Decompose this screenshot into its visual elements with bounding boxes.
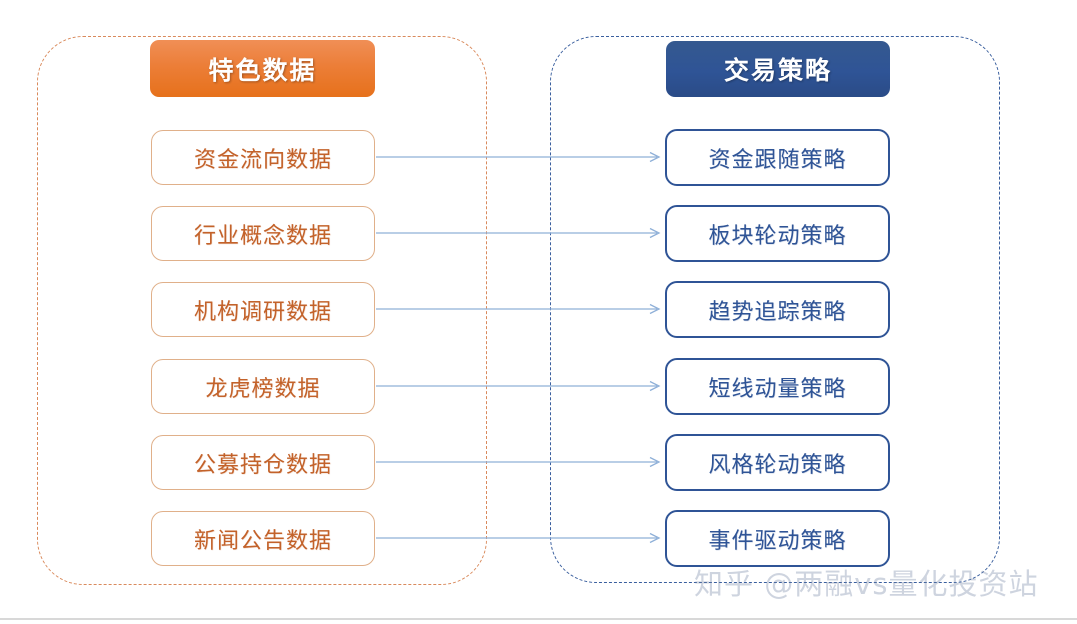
- right-header-trading-strategy[interactable]: 交易策略: [666, 41, 890, 97]
- left-item-1[interactable]: 资金流向数据: [151, 130, 375, 185]
- right-item-2[interactable]: 板块轮动策略: [665, 205, 890, 262]
- right-item-4[interactable]: 短线动量策略: [665, 358, 890, 415]
- left-group-container: [37, 36, 487, 585]
- right-item-6[interactable]: 事件驱动策略: [665, 510, 890, 567]
- left-item-5[interactable]: 公募持仓数据: [151, 435, 375, 490]
- page-bottom-edge: [0, 618, 1077, 620]
- left-item-3[interactable]: 机构调研数据: [151, 282, 375, 337]
- left-item-6[interactable]: 新闻公告数据: [151, 511, 375, 566]
- left-header-feature-data[interactable]: 特色数据: [150, 40, 375, 97]
- right-item-3[interactable]: 趋势追踪策略: [665, 281, 890, 338]
- right-item-1[interactable]: 资金跟随策略: [665, 129, 890, 186]
- watermark-text: 知乎 @两融vs量化投资站: [694, 567, 1039, 601]
- left-item-2[interactable]: 行业概念数据: [151, 206, 375, 261]
- left-item-4[interactable]: 龙虎榜数据: [151, 359, 375, 414]
- right-item-5[interactable]: 风格轮动策略: [665, 434, 890, 491]
